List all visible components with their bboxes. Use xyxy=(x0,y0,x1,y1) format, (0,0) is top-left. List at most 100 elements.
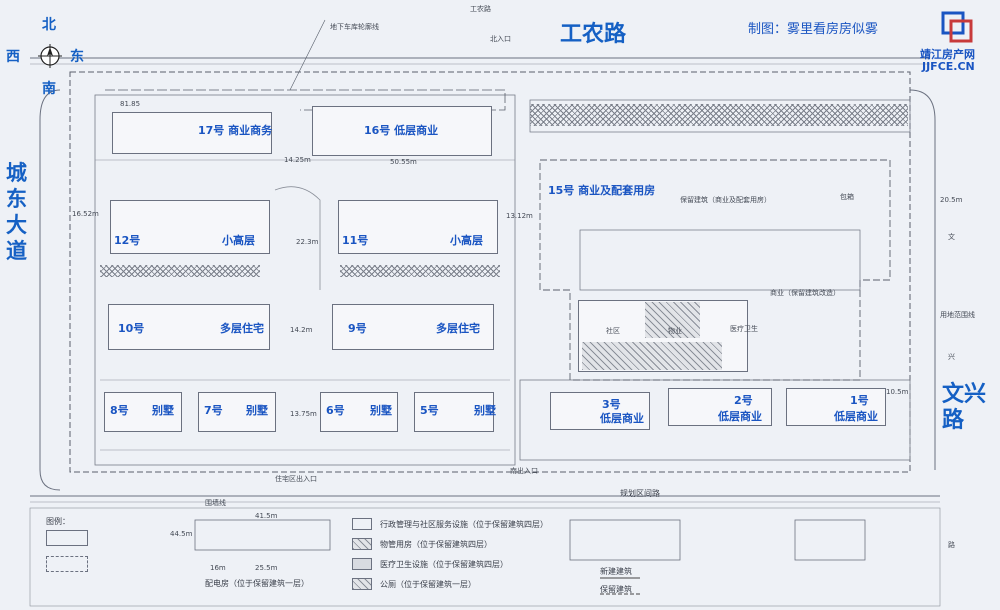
road-wenxing-label: 文兴路 xyxy=(942,382,986,434)
building-12 xyxy=(110,200,270,254)
building-9-type: 多层住宅 xyxy=(436,322,480,335)
building-11-type: 小高层 xyxy=(450,234,483,247)
keep-building-label-2: 商业（保留建筑改造） xyxy=(770,289,840,297)
building-9 xyxy=(332,304,494,350)
legend-sample-new xyxy=(46,530,88,546)
package-label: 包箱 xyxy=(840,193,854,201)
compass-north: 北 xyxy=(42,17,56,33)
medical-label: 医疗卫生 xyxy=(730,325,758,333)
hatch-strip-north xyxy=(530,104,908,126)
building-2-num: 2号 xyxy=(734,394,753,407)
building-17-label: 17号 商业商务 xyxy=(198,124,273,137)
building-11-num: 11号 xyxy=(342,234,369,247)
dim-5: 16.52m xyxy=(72,210,99,218)
legend-sample-keep xyxy=(46,556,88,572)
community-hatch xyxy=(582,342,722,370)
dim-12: 25.5m xyxy=(255,564,278,572)
south-entrance-label: 南出入口 xyxy=(510,467,538,475)
building-10-type: 多层住宅 xyxy=(220,322,264,335)
dim-3: 50.55m xyxy=(390,158,417,166)
building-1-type: 低层商业 xyxy=(834,410,878,423)
legend-box-toilet xyxy=(352,578,372,590)
building-5-type: 别墅 xyxy=(474,404,496,417)
logo-cn: 靖江房产网 xyxy=(920,48,975,61)
building-17 xyxy=(112,112,272,154)
building-12-type: 小高层 xyxy=(222,234,255,247)
dim-14: 44.5m xyxy=(170,530,193,538)
east-road-small-3: 路 xyxy=(948,541,955,549)
building-9-num: 9号 xyxy=(348,322,367,335)
legend-title: 图例： xyxy=(46,517,70,526)
building-7 xyxy=(198,392,276,432)
building-5-num: 5号 xyxy=(420,404,439,417)
building-8-num: 8号 xyxy=(110,404,129,417)
legend-property: 物管用房（位于保留建筑四层） xyxy=(380,540,492,549)
dim-7: 14.2m xyxy=(290,326,313,334)
dim-4: 22.3m xyxy=(296,238,319,246)
legend-admin: 行政管理与社区服务设施（位于保留建筑四层） xyxy=(380,520,548,529)
land-boundary-label: 用地范围线 xyxy=(940,311,975,319)
road-gongnong-label: 工农路 xyxy=(560,22,627,47)
wall-line-label: 围墙线 xyxy=(205,499,226,507)
legend-box-property xyxy=(352,538,372,550)
legend-box-admin xyxy=(352,518,372,530)
hatch-strip-mid xyxy=(340,265,500,277)
building-8-type: 别墅 xyxy=(152,404,174,417)
north-entrance-label: 北入口 xyxy=(490,35,511,43)
logo-icon xyxy=(941,11,973,43)
property-hatch xyxy=(645,302,700,338)
south-road-label: 规划区间路 xyxy=(620,489,660,498)
building-7-type: 别墅 xyxy=(246,404,268,417)
building-3-num: 3号 xyxy=(602,398,621,411)
property-label: 物业 xyxy=(668,327,682,335)
dim-8: 13.75m xyxy=(290,410,317,418)
logo-en: JJFCE.CN xyxy=(922,60,975,73)
compass-icon xyxy=(38,44,62,68)
legend-keep-building: 保留建筑 xyxy=(600,585,632,594)
building-6-type: 别墅 xyxy=(370,404,392,417)
dim-9: 20.5m xyxy=(940,196,963,204)
dim-11: 41.5m xyxy=(255,512,278,520)
dim-2: 14.25m xyxy=(284,156,311,164)
dim-10: 10.5m xyxy=(886,388,909,396)
building-16 xyxy=(312,106,492,156)
building-10 xyxy=(108,304,270,350)
building-5 xyxy=(414,392,494,432)
road-chengdong-label: 城东大道 xyxy=(6,161,27,263)
building-3-type: 低层商业 xyxy=(600,412,644,425)
dim-6: 13.12m xyxy=(506,212,533,220)
building-16-label: 16号 低层商业 xyxy=(364,124,439,137)
building-8 xyxy=(104,392,182,432)
building-1 xyxy=(786,388,886,426)
building-1-num: 1号 xyxy=(850,394,869,407)
credit-text: 制图：雾里看房房似雾 xyxy=(748,22,879,37)
site-logo: 靖江房产网 JJFCE.CN xyxy=(918,10,996,76)
building-15-label: 15号 商业及配套用房 xyxy=(548,184,656,197)
dim-13: 16m xyxy=(210,564,226,572)
compass: 北 西 东 南 xyxy=(4,14,94,98)
building-3 xyxy=(550,392,650,430)
compass-east: 东 xyxy=(70,49,84,65)
legend-power-room: 配电房（位于保留建筑一层） xyxy=(205,579,309,588)
building-11 xyxy=(338,200,498,254)
east-road-small-1: 文 xyxy=(948,233,955,241)
legend-box-medical xyxy=(352,558,372,570)
community-label: 社区 xyxy=(606,327,620,335)
road-gongnong-small: 工农路 xyxy=(470,5,491,13)
keep-building-label: 保留建筑（商业及配套用房） xyxy=(680,196,771,204)
road-wenxing-text: 文兴路 xyxy=(942,382,987,433)
hatch-strip-west xyxy=(100,265,260,277)
building-2 xyxy=(668,388,772,426)
legend-toilet: 公厕（位于保留建筑一层） xyxy=(380,580,476,589)
compass-south: 南 xyxy=(42,81,56,97)
building-12-num: 12号 xyxy=(114,234,141,247)
east-road-small-2: 兴 xyxy=(948,353,955,361)
legend-medical: 医疗卫生设施（位于保留建筑四层） xyxy=(380,560,508,569)
building-6-num: 6号 xyxy=(326,404,345,417)
residential-entrance-label: 住宅区出入口 xyxy=(275,475,317,483)
underground-line-label: 地下车库轮廓线 xyxy=(330,23,379,31)
compass-west: 西 xyxy=(6,49,20,65)
dim-1: 81.85 xyxy=(120,100,141,108)
legend-new-building: 新建建筑 xyxy=(600,567,632,576)
